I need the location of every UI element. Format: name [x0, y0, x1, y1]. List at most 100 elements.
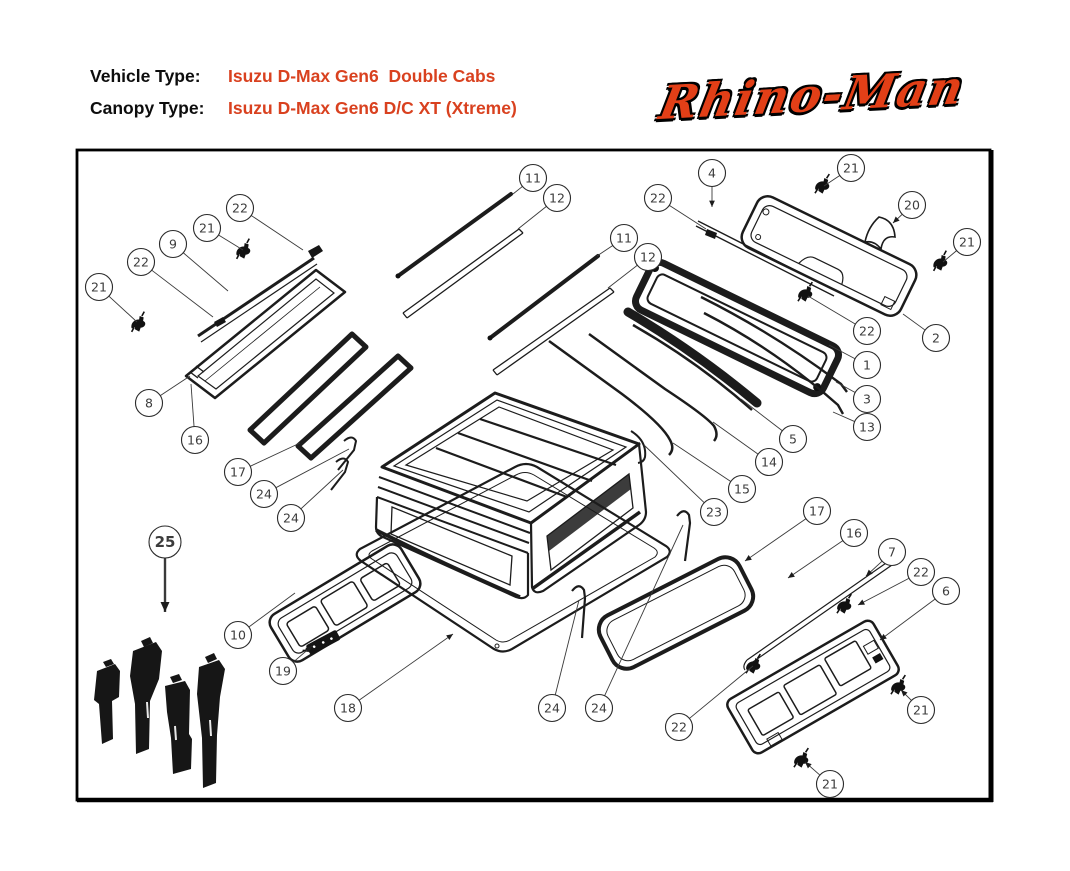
balloon-5: 5: [740, 398, 808, 454]
balloon-20: 20: [892, 190, 927, 224]
part-side-rail-9: [197, 245, 323, 343]
svg-text:20: 20: [904, 198, 920, 213]
balloon-24: 24: [249, 448, 350, 509]
svg-text:4: 4: [708, 166, 716, 181]
svg-text:24: 24: [256, 487, 272, 502]
svg-text:12: 12: [640, 250, 656, 265]
svg-text:21: 21: [199, 221, 215, 236]
svg-text:2: 2: [932, 331, 940, 346]
part-mounting-brackets-25: [94, 637, 225, 788]
vehicle-type-label: Vehicle Type:: [90, 66, 201, 86]
svg-text:1: 1: [863, 358, 871, 373]
svg-text:14: 14: [761, 455, 777, 470]
balloon-9: 9: [158, 229, 229, 292]
balloon-1: 1: [828, 344, 882, 380]
part-hook-24-bottom-b: [676, 510, 692, 562]
svg-text:12: 12: [549, 191, 565, 206]
balloon-3: 3: [835, 381, 882, 414]
svg-text:21: 21: [959, 235, 975, 250]
part-roof-rail-11-right: [487, 254, 600, 341]
balloon-16: 16: [180, 383, 210, 455]
svg-text:22: 22: [913, 565, 929, 580]
part-seal-strip-5: [623, 307, 762, 411]
balloon-12: 12: [517, 183, 572, 230]
balloon-13: 13: [832, 411, 882, 442]
canopy-type-label: Canopy Type:: [90, 98, 205, 118]
part-rear-glass-window: [596, 555, 756, 671]
balloon-11: 11: [596, 223, 639, 257]
svg-text:8: 8: [145, 396, 153, 411]
part-seal-strip-3: [700, 295, 848, 393]
part-rear-door-frame-2: [740, 195, 918, 317]
balloon-23: 23: [643, 444, 729, 527]
balloon-21: 21: [84, 272, 138, 323]
svg-text:16: 16: [846, 526, 862, 541]
part-window-seal-left-a: [247, 331, 369, 446]
svg-text:22: 22: [133, 255, 149, 270]
svg-text:6: 6: [942, 584, 950, 599]
balloon-22: 22: [857, 557, 936, 606]
balloon-22: 22: [225, 193, 304, 251]
balloon-22: 22: [807, 295, 882, 346]
part-roof-rail-11-left: [395, 192, 513, 279]
balloon-24: 24: [276, 469, 344, 533]
balloon-17: 17: [223, 442, 301, 487]
balloon-12: 12: [607, 242, 663, 289]
vehicle-type-value: Isuzu D-Max Gen6 Double Cabs: [228, 66, 496, 86]
part-rod-14: [588, 332, 718, 442]
part-hinge-19: [302, 630, 341, 655]
balloon-21: 21: [804, 761, 845, 799]
balloon-22: 22: [664, 665, 754, 742]
part-hook-24-left-a: [337, 436, 358, 471]
canopy-type-value: Isuzu D-Max Gen6 D/C XT (Xtreme): [228, 98, 517, 118]
svg-text:9: 9: [169, 237, 177, 252]
svg-text:22: 22: [650, 191, 666, 206]
balloon-16: 16: [787, 518, 869, 579]
balloon-17: 17: [744, 496, 832, 562]
svg-text:11: 11: [525, 171, 541, 186]
svg-text:16: 16: [187, 433, 203, 448]
part-roof-channel-12-left: [402, 228, 524, 319]
part-window-seal-left-b: [295, 353, 414, 461]
part-seal-strip-13: [703, 311, 845, 415]
part-hook-24-bottom-a: [571, 585, 587, 639]
page-header: Vehicle Type: Isuzu D-Max Gen6 Double Ca…: [90, 66, 517, 130]
svg-text:17: 17: [809, 504, 825, 519]
balloon-22: 22: [126, 247, 214, 318]
svg-text:22: 22: [859, 324, 875, 339]
balloon-21: 21: [942, 227, 982, 263]
svg-text:3: 3: [863, 392, 871, 407]
svg-text:21: 21: [843, 161, 859, 176]
svg-text:21: 21: [91, 280, 107, 295]
part-rear-panel-6: [726, 619, 900, 755]
part-front-panel-10: [268, 543, 422, 663]
balloon-10: 10: [223, 592, 296, 650]
balloon-14: 14: [712, 421, 784, 477]
svg-text:18: 18: [340, 701, 356, 716]
svg-text:25: 25: [155, 533, 176, 551]
svg-text:24: 24: [591, 701, 607, 716]
svg-text:21: 21: [822, 777, 838, 792]
balloon-4: 4: [697, 158, 727, 207]
svg-text:5: 5: [789, 432, 797, 447]
svg-text:22: 22: [671, 720, 687, 735]
balloon-2: 2: [902, 313, 951, 353]
balloon-24: 24: [537, 599, 580, 723]
balloon-8: 8: [134, 375, 191, 418]
balloon-15: 15: [672, 442, 757, 504]
part-rod-15: [548, 339, 674, 456]
svg-text:17: 17: [230, 465, 246, 480]
svg-text:7: 7: [888, 545, 896, 560]
part-side-window-frame-8: [184, 268, 347, 400]
balloon-19: 19: [268, 645, 313, 686]
svg-text:11: 11: [616, 231, 632, 246]
balloon-24: 24: [584, 524, 684, 723]
svg-text:21: 21: [913, 703, 929, 718]
balloon-25: 25: [148, 525, 182, 612]
svg-text:22: 22: [232, 201, 248, 216]
balloon-21: 21: [823, 153, 866, 187]
svg-text:15: 15: [734, 482, 750, 497]
part-corner-bracket-20: [863, 216, 896, 251]
